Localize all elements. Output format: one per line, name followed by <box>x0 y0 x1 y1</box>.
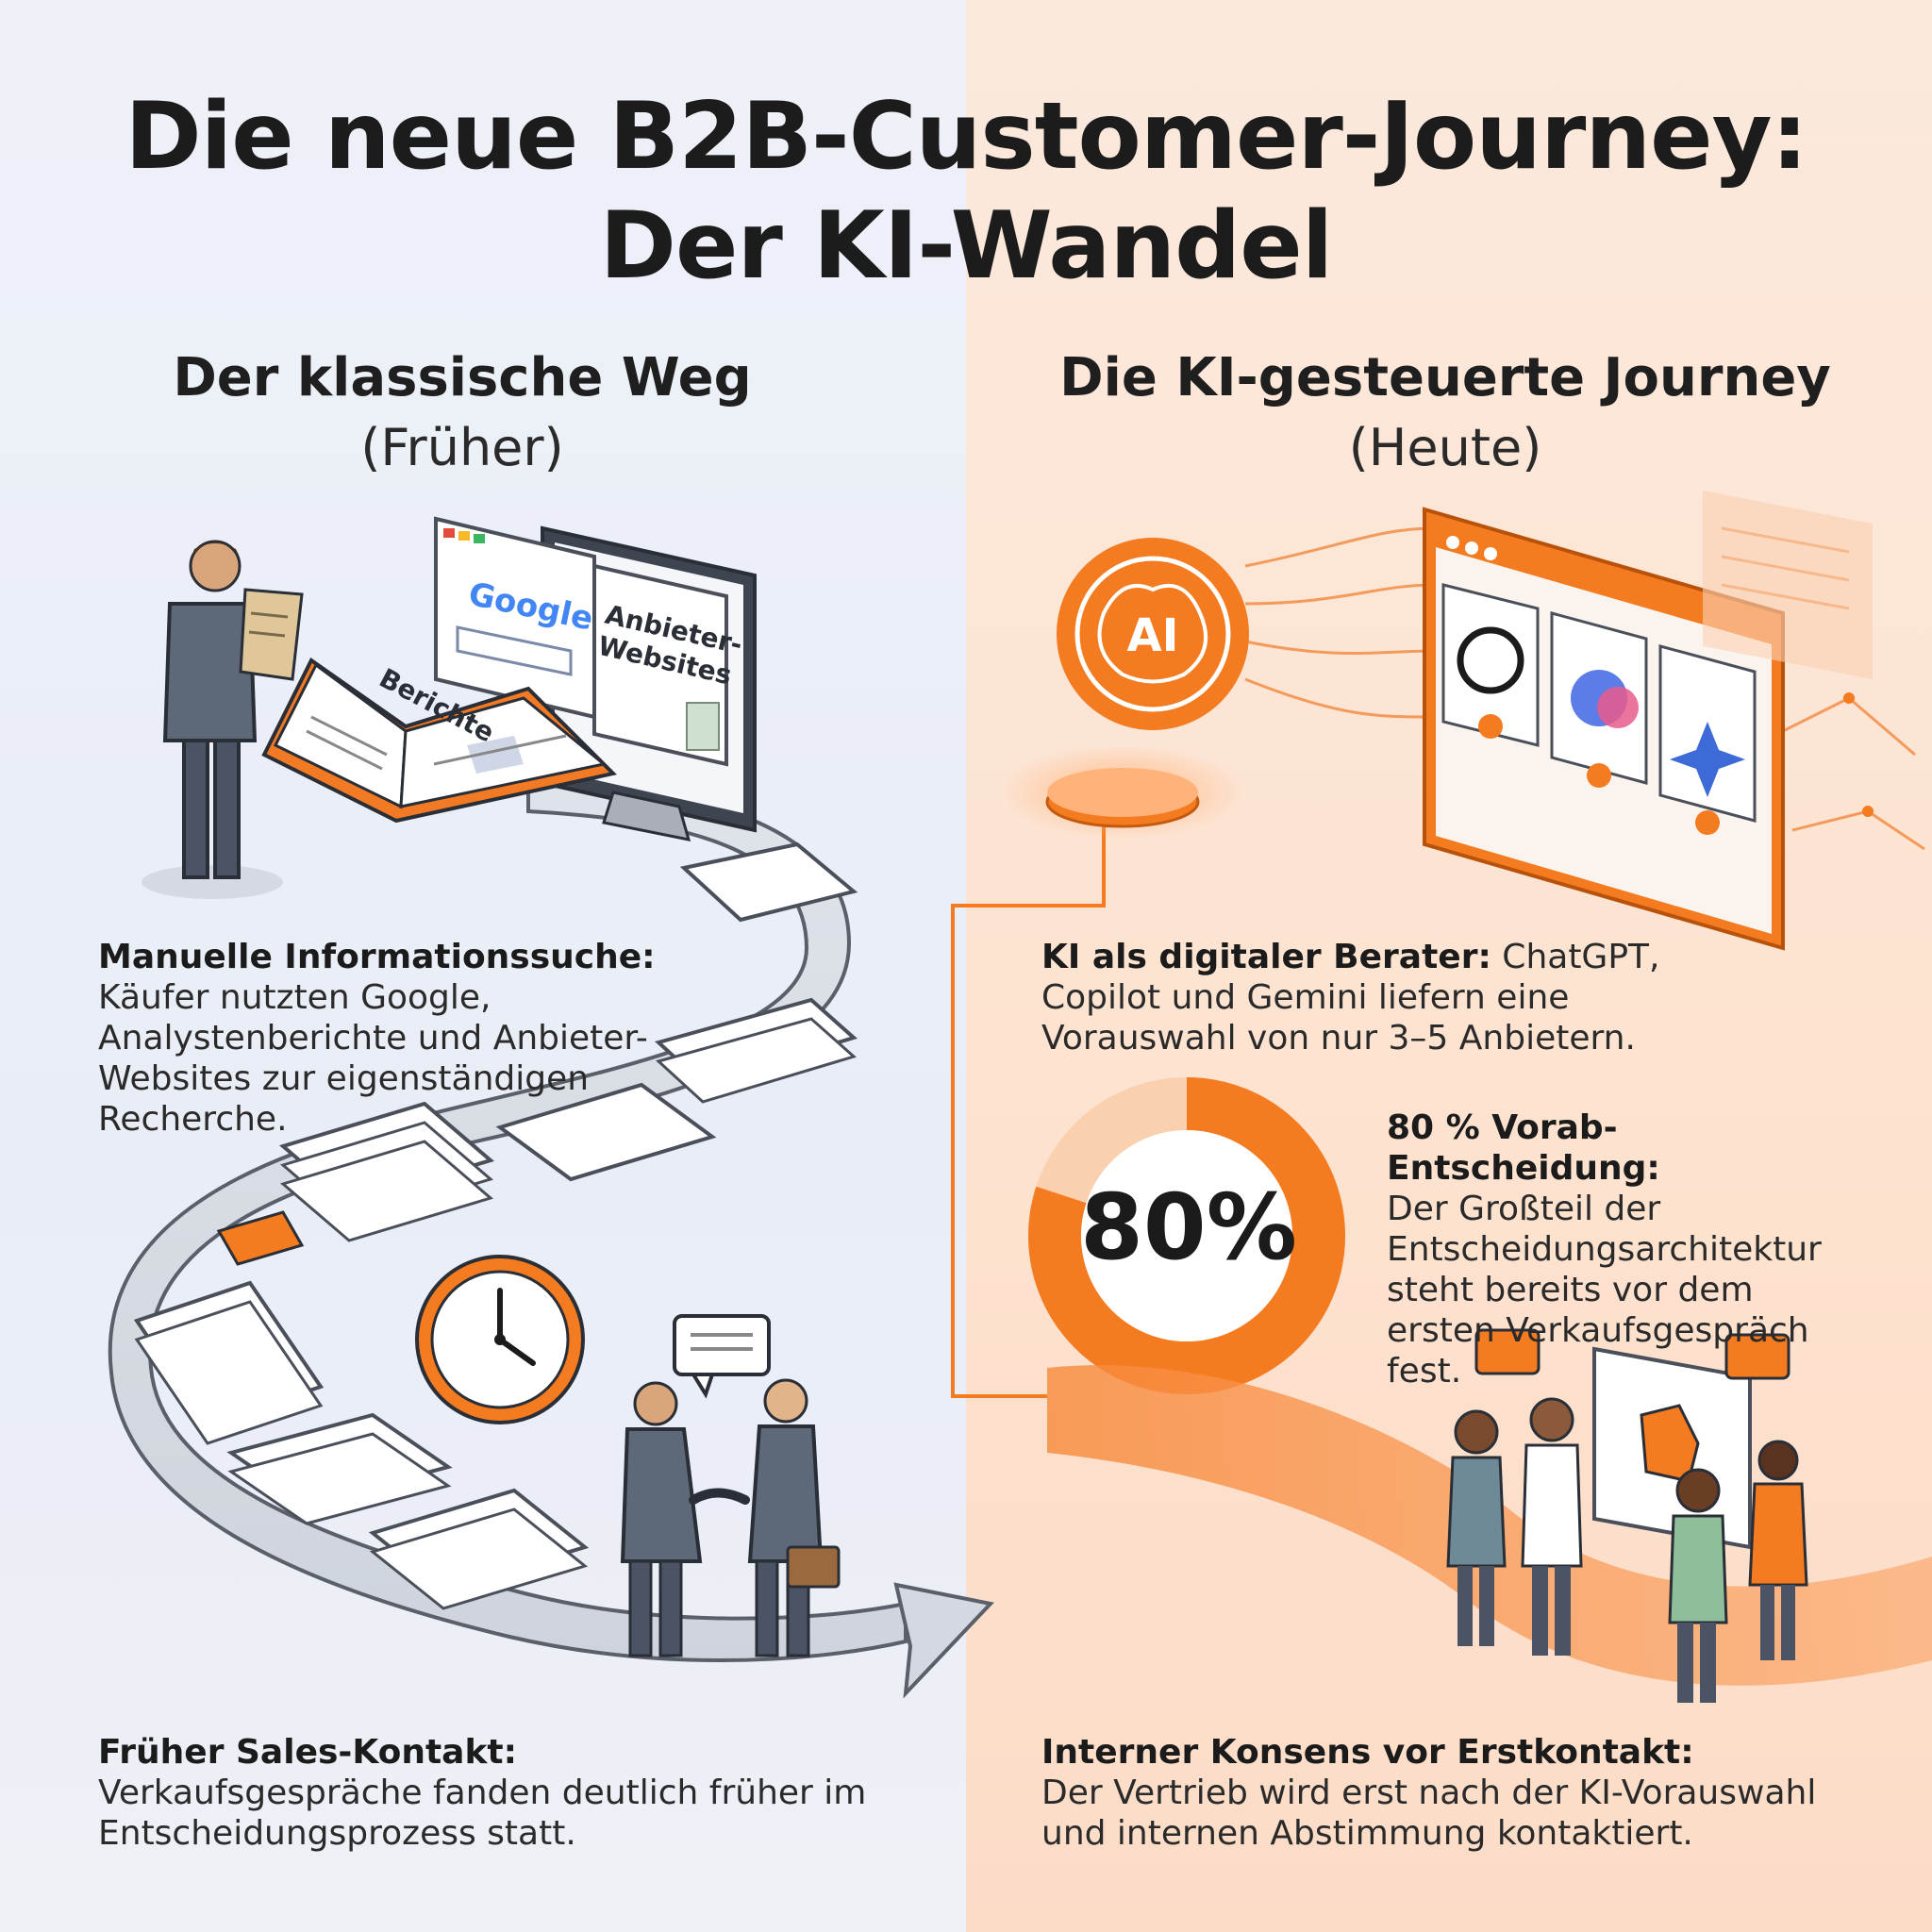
ai-advisor-body: ChatGPT, Copilot und Gemini liefern eine… <box>1041 938 1660 1058</box>
internal-consensus-title: Interner Konsens vor Erstkontakt: <box>1041 1733 1694 1772</box>
team-consensus-scene <box>1446 1328 1808 1703</box>
left-heading: Der klassische Weg <box>173 347 752 408</box>
left-column-header: Der klassische Weg (Früher) <box>38 347 887 477</box>
early-sales-title: Früher Sales-Kontakt: <box>98 1733 518 1772</box>
internal-consensus-body: Der Vertrieb wird erst nach der KI-Vorau… <box>1041 1774 1817 1853</box>
ai-assistant-window <box>1423 507 1785 951</box>
ai-brain-emblem <box>1000 538 1249 840</box>
left-subheading: (Früher) <box>360 418 564 477</box>
right-heading: Die KI-gesteuerte Journey <box>1059 347 1831 408</box>
ai-badge-text: AI <box>1126 609 1178 662</box>
data-code-panel <box>1703 491 1873 679</box>
donut-value-arc <box>1028 1077 1345 1394</box>
manual-research-text: Manuelle Informationssuche: Käufer nutzt… <box>98 937 702 1140</box>
right-column-header: Die KI-gesteuerte Journey (Heute) <box>1021 347 1870 477</box>
clock-icon <box>415 1255 585 1424</box>
manual-research-body: Käufer nutzten Google, Analystenberichte… <box>98 978 648 1139</box>
title-line-2: Der KI-Wandel <box>599 192 1334 300</box>
early-sales-text: Früher Sales-Kontakt: Verkaufsgespräche … <box>98 1732 872 1854</box>
pre-decision-body: Der Großteil der Entscheidungsarchitektu… <box>1387 1190 1822 1391</box>
donut-percentage: 80% <box>1080 1174 1297 1280</box>
vendor-sites-window: Anbieter-Websites <box>592 563 745 767</box>
pre-decision-text: 80 % Vorab-Entscheidung: Der Großteil de… <box>1387 1108 1858 1391</box>
main-title: Die neue B2B-Customer-Journey: Der KI-Wa… <box>0 83 1932 301</box>
decision-donut-chart <box>1028 1077 1345 1394</box>
ai-advisor-text: KI als digitaler Berater: ChatGPT, Copil… <box>1041 937 1740 1058</box>
manual-research-title: Manuelle Informationssuche: <box>98 938 656 976</box>
ai-advisor-title: KI als digitaler Berater: <box>1041 938 1491 976</box>
early-sales-body: Verkaufsgespräche fanden deutlich früher… <box>98 1774 867 1853</box>
pre-decision-title: 80 % Vorab-Entscheidung: <box>1387 1108 1660 1188</box>
title-line-1: Die neue B2B-Customer-Journey: <box>125 83 1807 191</box>
ai-circuit-lines <box>951 526 1925 1398</box>
document-stacks <box>133 841 858 1610</box>
internal-consensus-text: Interner Konsens vor Erstkontakt: Der Ve… <box>1041 1732 1872 1854</box>
handshake-figures <box>620 1314 841 1657</box>
open-report-book <box>261 658 618 824</box>
researcher-figure <box>142 540 304 899</box>
right-subheading: (Heute) <box>1348 418 1542 477</box>
